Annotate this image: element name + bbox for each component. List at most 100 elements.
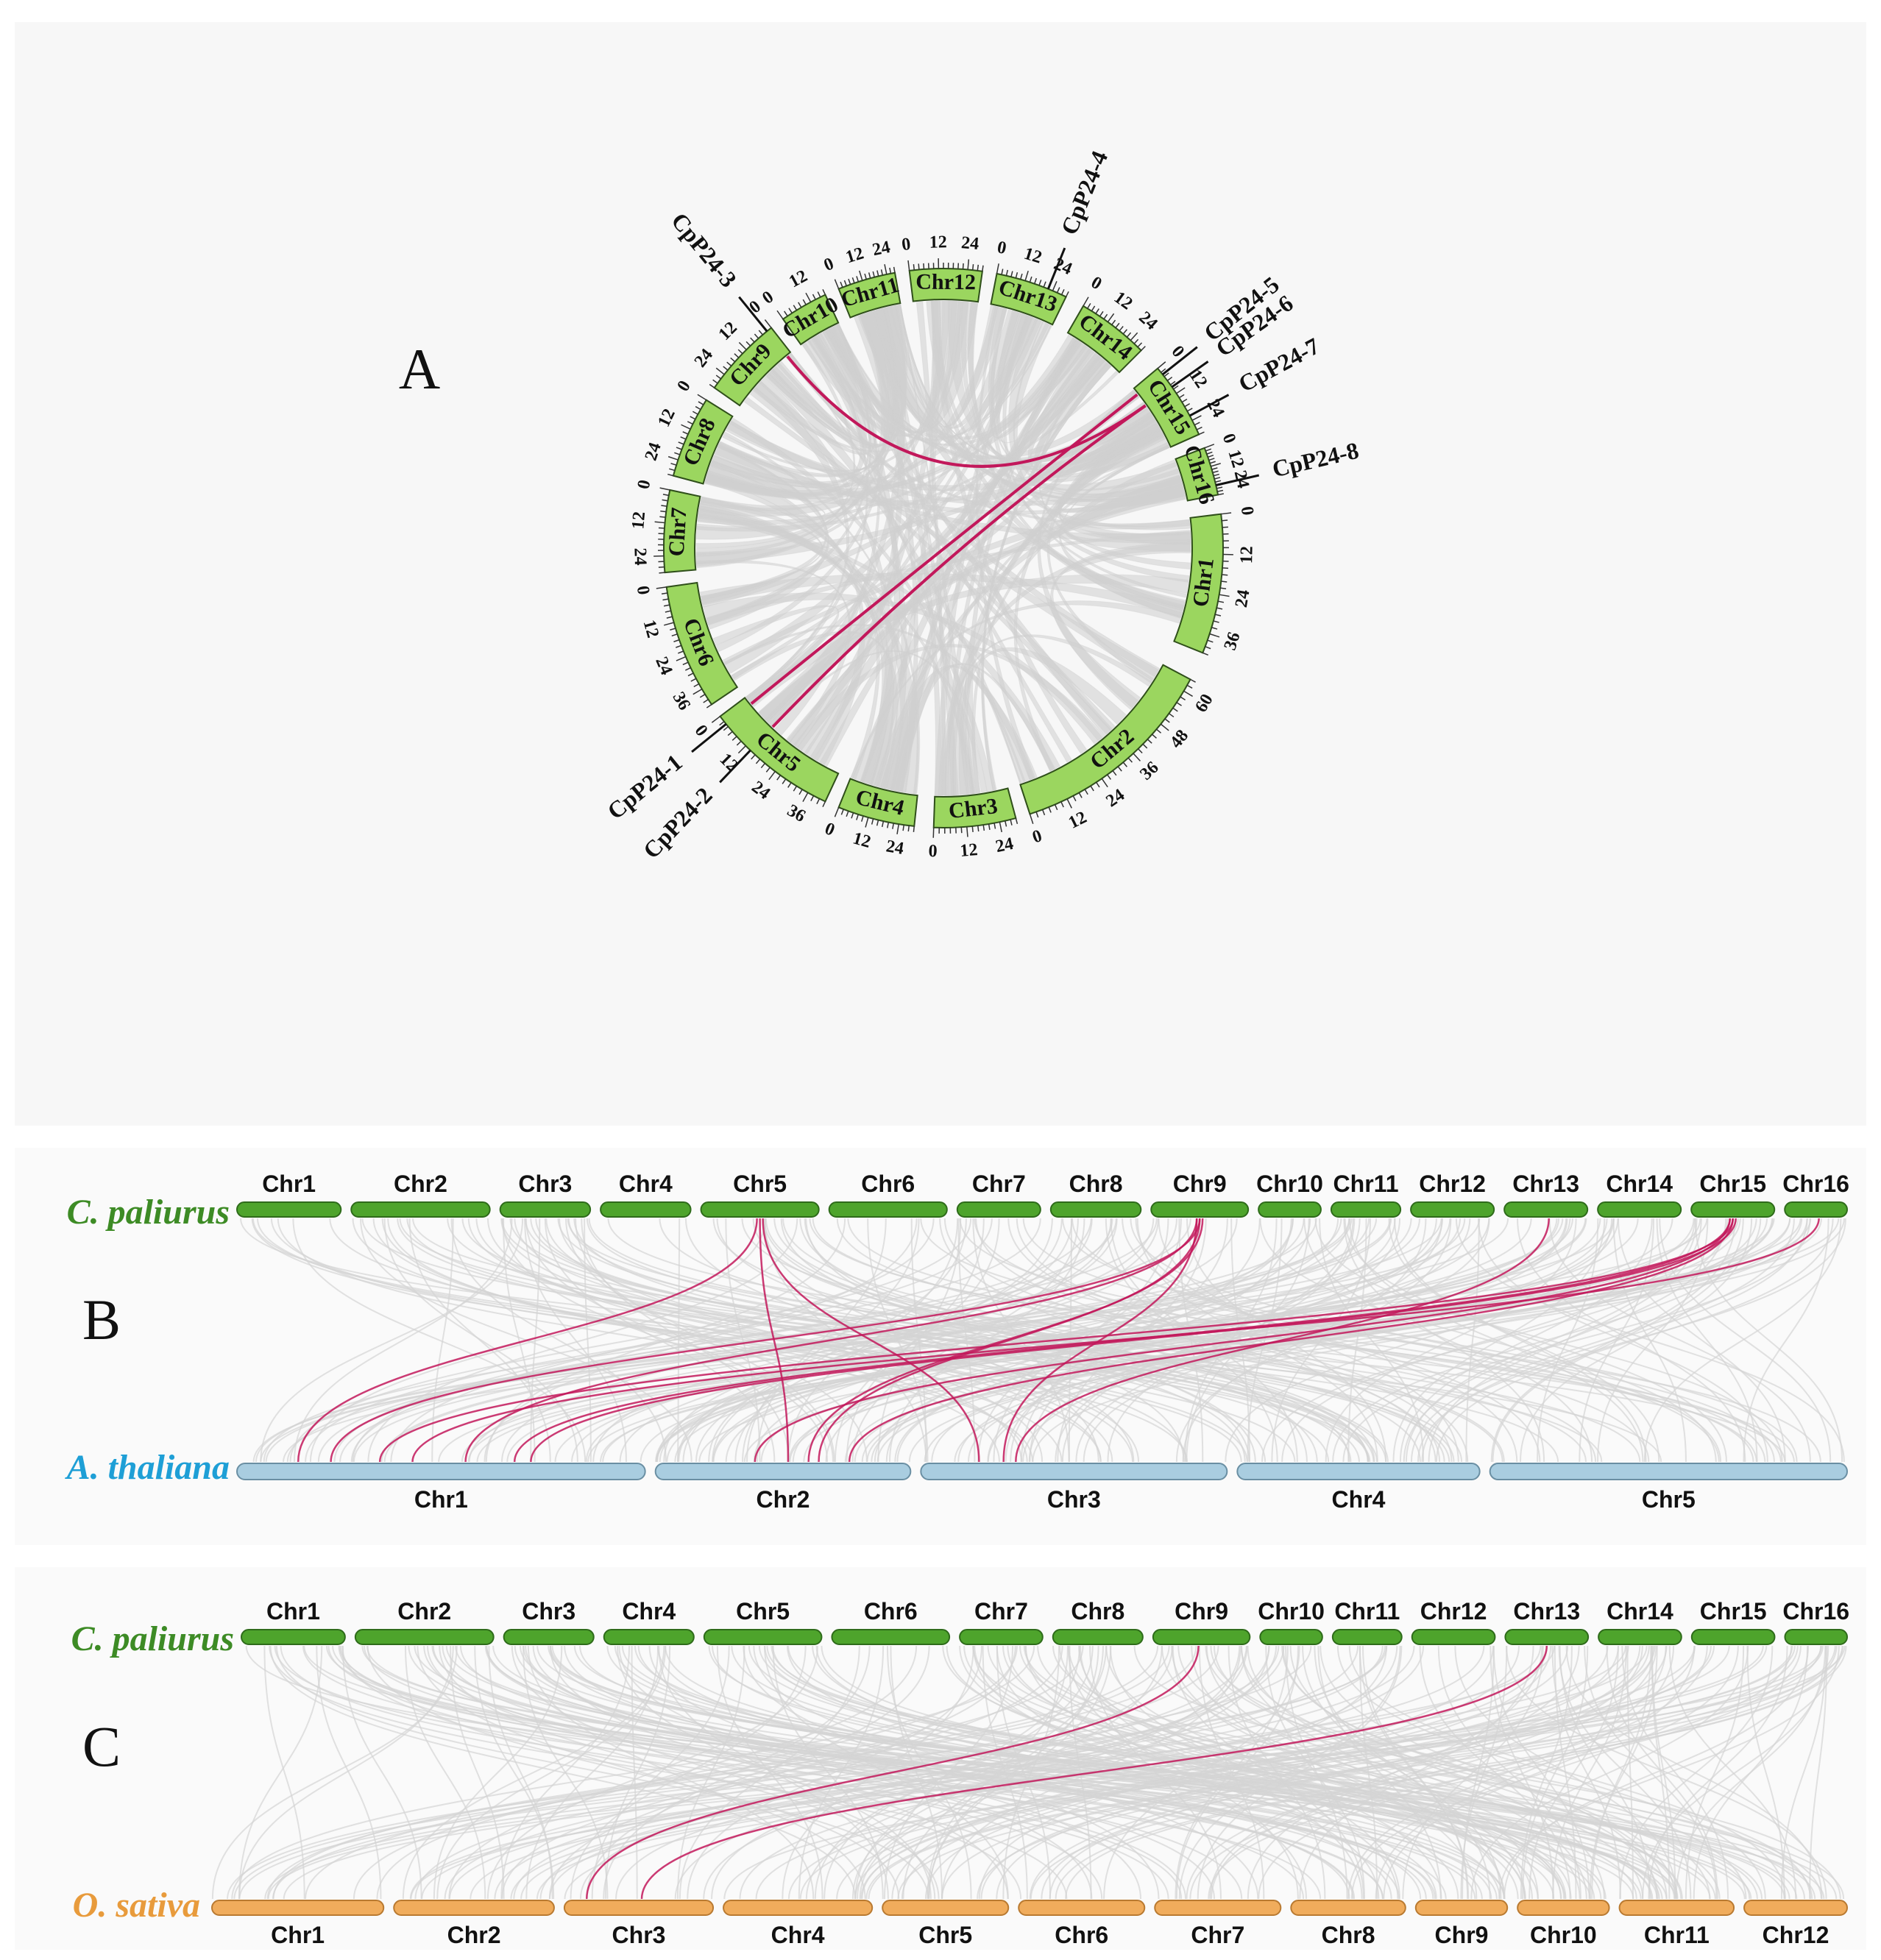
circos-tick xyxy=(834,807,840,817)
gray-synteny-link xyxy=(1392,1218,1606,1463)
circos-tick xyxy=(960,827,963,834)
gray-synteny-link xyxy=(1642,1645,1829,1900)
gray-synteny-link xyxy=(1261,1218,1729,1463)
gray-synteny-link xyxy=(1241,1645,1539,1900)
gray-synteny-link xyxy=(532,1645,1216,1900)
gray-synteny-link xyxy=(530,1218,1370,1463)
gray-synteny-link xyxy=(1435,1218,1834,1463)
circos-chr-box xyxy=(672,399,734,485)
chromosome-bar-label: Chr1 xyxy=(266,1598,320,1625)
circos-tick xyxy=(1083,297,1089,307)
chromosome-bar xyxy=(700,1201,820,1218)
circos-tick xyxy=(971,264,974,271)
chromosome-bar-label: Chr8 xyxy=(1071,1598,1124,1625)
circos-tick xyxy=(765,767,771,773)
circos-tick xyxy=(776,775,782,781)
chromosome-bar-label: Chr5 xyxy=(918,1922,972,1948)
gray-synteny-link xyxy=(860,1645,1609,1900)
chromosome-bar xyxy=(1743,1900,1848,1916)
circos-tick xyxy=(656,586,667,589)
circos-tick xyxy=(868,272,871,279)
circos-tick xyxy=(1183,690,1193,697)
chromosome-bar-label: Chr3 xyxy=(612,1922,666,1948)
gray-synteny-link xyxy=(293,1218,513,1463)
gray-synteny-link xyxy=(604,1645,671,1900)
gray-synteny-link xyxy=(1350,1645,1739,1900)
circos-chr-box xyxy=(663,489,701,574)
circos-tick xyxy=(1133,753,1141,761)
circos-tick xyxy=(1054,804,1058,811)
chromosome-bar-label: Chr1 xyxy=(414,1486,468,1513)
gray-synteny-link xyxy=(1619,1645,1774,1900)
gray-synteny-link xyxy=(676,1645,745,1900)
circos-tick xyxy=(798,789,803,795)
gray-synteny-link xyxy=(383,1218,1392,1463)
circos-tick xyxy=(822,801,826,807)
circos-tick xyxy=(1048,806,1052,813)
gray-synteny-link xyxy=(868,1645,1822,1900)
chromosome-bar xyxy=(1154,1900,1282,1916)
chromosome-bar-label: Chr9 xyxy=(1175,1598,1228,1625)
circos-tick-label: 12 xyxy=(1237,546,1257,564)
circos-tick xyxy=(658,566,665,568)
gray-synteny-link xyxy=(821,1645,1637,1900)
gray-synteny-link xyxy=(1743,1218,1829,1463)
chromosome-bar xyxy=(1410,1201,1495,1218)
circos-gray-link xyxy=(700,497,823,601)
circos-tick xyxy=(1087,303,1091,309)
circos-tick xyxy=(1029,276,1032,283)
circos-tick xyxy=(1117,766,1122,772)
chromosome-bar-label: Chr10 xyxy=(1256,1171,1323,1197)
gray-synteny-link xyxy=(266,1645,1197,1900)
circos-gray-link xyxy=(745,574,1189,708)
circos-tick xyxy=(673,639,680,642)
gray-synteny-link xyxy=(1347,1645,1667,1900)
circos-tick xyxy=(1204,444,1215,449)
circos-chr-box xyxy=(1066,305,1143,374)
circos-chr-label: Chr7 xyxy=(665,507,692,558)
circos-tick xyxy=(1216,489,1224,492)
circos-tick xyxy=(681,424,691,430)
circos-tick xyxy=(680,436,687,440)
circos-tick xyxy=(999,822,1002,833)
c-highlight-links xyxy=(585,1645,1548,1900)
circos-tick xyxy=(1186,408,1193,412)
gray-synteny-link xyxy=(387,1218,1000,1463)
circos-tick xyxy=(1163,372,1169,377)
circos-tick xyxy=(1172,707,1178,712)
circos-tick xyxy=(703,699,709,703)
circos-tick xyxy=(687,421,693,425)
circos-tick xyxy=(1015,272,1019,279)
circos-chr-box xyxy=(782,294,840,346)
highlight-synteny-link xyxy=(640,1645,1548,1900)
chromosome-bar xyxy=(1290,1900,1406,1916)
gray-synteny-link xyxy=(592,1218,1155,1463)
circos-gray-link xyxy=(704,334,1077,500)
gray-synteny-link xyxy=(1271,1218,1372,1463)
circos-tick-label: 24 xyxy=(960,233,980,254)
gray-synteny-link xyxy=(1388,1218,1660,1463)
chromosome-bar-label: Chr7 xyxy=(972,1171,1026,1197)
gray-synteny-link xyxy=(677,1218,1118,1463)
circos-tick xyxy=(1015,817,1019,824)
chromosome-bar-label: Chr4 xyxy=(771,1922,825,1948)
circos-chr-box xyxy=(990,272,1067,326)
gray-synteny-link xyxy=(1105,1645,1506,1900)
circos-tick xyxy=(993,823,996,829)
chromosome-bar-label: Chr10 xyxy=(1530,1922,1597,1948)
circos-tick-label: 12 xyxy=(959,840,978,861)
circos-tick xyxy=(1005,820,1007,827)
chromosome-bar xyxy=(1018,1900,1146,1916)
gray-synteny-link xyxy=(1071,1218,1720,1463)
b-gray-links xyxy=(240,1218,1846,1463)
circos-tick xyxy=(754,333,759,339)
gray-synteny-link xyxy=(894,1218,1443,1463)
chromosome-bar xyxy=(723,1900,874,1916)
gray-synteny-link xyxy=(433,1645,563,1900)
gray-synteny-link xyxy=(256,1218,1296,1463)
circos-gray-link xyxy=(942,634,1152,796)
gray-synteny-link xyxy=(501,1645,1063,1900)
circos-tick xyxy=(1034,277,1038,284)
